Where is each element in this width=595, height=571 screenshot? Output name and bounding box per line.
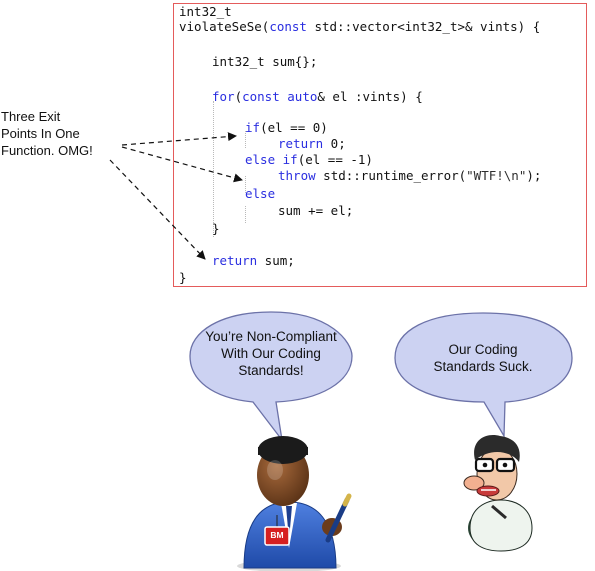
exit-arrows — [109, 132, 243, 260]
code-line-if: if(el == 0) — [245, 120, 328, 135]
code-line-throw: throw std::runtime_error("WTF!\n"); — [278, 168, 542, 183]
badge-label: BM — [270, 530, 284, 540]
arrow-to-return-sum — [109, 159, 206, 260]
arrow-to-return-zero — [121, 132, 237, 146]
indent-guide — [245, 131, 246, 148]
code-line-return-zero: return 0; — [278, 136, 346, 151]
programmer-avatar — [463, 435, 533, 552]
code-line-close-function: } — [179, 270, 187, 285]
left-speech-bubble — [189, 311, 353, 441]
exit-points-annotation: Three Exit Points In One Function. OMG! — [1, 109, 93, 158]
code-line-declaration: int32_t sum{}; — [212, 54, 318, 69]
manager-avatar — [237, 436, 352, 571]
code-line-for: for(const auto& el :vints) { — [212, 89, 423, 104]
right-bubble-text: Our Coding Standards Suck. — [433, 342, 533, 374]
indent-guide — [245, 206, 246, 223]
indent-guide — [213, 101, 214, 237]
code-line-else: else — [245, 186, 276, 201]
pen-icon — [325, 493, 352, 543]
code-line-signature: violateSeSe(const std::vector<int32_t>& … — [179, 19, 541, 34]
code-line-return-sum: return sum; — [212, 253, 295, 268]
code-panel — [173, 3, 587, 287]
code-line-else-if: else if(el == -1) — [245, 152, 373, 167]
arrow-to-throw — [121, 146, 243, 183]
indent-guide — [245, 176, 246, 193]
code-line-return-type: int32_t — [179, 4, 232, 19]
right-speech-bubble — [394, 312, 573, 439]
tie — [491, 504, 507, 520]
left-bubble-text: You’re Non-Compliant With Our Coding Sta… — [205, 329, 337, 378]
code-line-sum: sum += el; — [278, 203, 354, 218]
code-line-close-for: } — [212, 221, 220, 236]
name-badge — [264, 515, 290, 546]
